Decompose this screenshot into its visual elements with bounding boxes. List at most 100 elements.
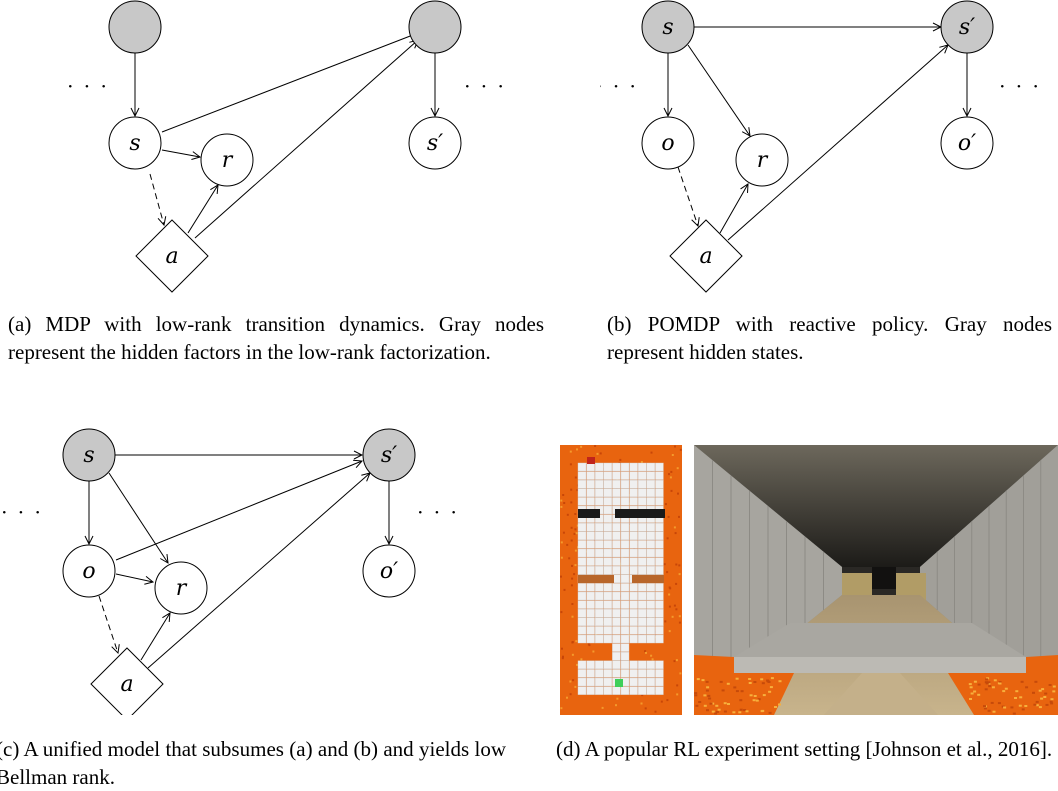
floor-cell <box>646 626 656 635</box>
lava-speckle <box>753 695 757 697</box>
lava-speckle <box>1045 703 1049 706</box>
floor-cell <box>603 480 612 489</box>
floor-cell <box>595 531 604 541</box>
lava-speckle <box>644 707 647 710</box>
floor-cell <box>646 608 656 618</box>
floor-cell <box>595 617 604 627</box>
lava-speckle <box>973 690 977 693</box>
floor-cell <box>637 600 647 609</box>
floor-cell <box>612 583 621 592</box>
lava-speckle <box>721 689 725 692</box>
lava-speckle <box>674 532 677 535</box>
lava-speckle <box>755 699 759 702</box>
floor-cell <box>637 548 647 558</box>
floor-cell <box>620 583 630 592</box>
floor-cell <box>629 660 638 670</box>
floor-cell <box>586 471 595 480</box>
caption-d-text: (d) A popular RL experiment setting [Joh… <box>556 737 1053 761</box>
floor-cell <box>595 497 604 506</box>
lava-speckle <box>660 700 663 703</box>
floor-cell <box>612 626 621 635</box>
floor-cell <box>620 540 630 549</box>
floor-cell <box>577 686 587 695</box>
floor-cell <box>655 583 664 592</box>
lava-speckle <box>1035 700 1039 703</box>
lava-speckle <box>667 515 670 518</box>
floor-cell <box>620 600 630 609</box>
floor-cell <box>586 540 595 549</box>
lava-speckle <box>668 605 671 608</box>
floor-cell <box>620 669 630 678</box>
lava-speckle <box>977 683 981 686</box>
node-s-prime-label: s′ <box>427 131 443 156</box>
ellipsis-left: · · · <box>67 74 109 98</box>
floor-cell <box>612 600 621 609</box>
floor-cell <box>620 488 630 497</box>
floor-cell <box>612 540 621 549</box>
floor-cell <box>629 531 638 541</box>
lava-speckle <box>1024 705 1028 707</box>
floor-cell <box>629 522 638 532</box>
floor-cell <box>595 600 604 609</box>
floor-cell <box>586 608 595 618</box>
floor-cell <box>577 497 587 506</box>
floor-cell <box>612 557 621 566</box>
lava-speckle <box>732 711 736 714</box>
first-person-view <box>694 445 1058 715</box>
lava-speckle <box>1015 690 1019 693</box>
floor-cell <box>620 626 630 635</box>
lava-speckle <box>560 499 563 502</box>
lava-speckle <box>628 502 631 505</box>
lava-speckle <box>709 702 713 705</box>
floor-cell <box>637 540 647 549</box>
floor-cell <box>620 557 630 566</box>
floor-cell <box>577 557 587 566</box>
node-o-prime <box>362 544 416 598</box>
lava-speckle <box>694 694 698 697</box>
floor-cell <box>603 626 612 635</box>
lava-speckle <box>587 643 590 646</box>
lava-speckle <box>748 678 752 680</box>
lava-speckle <box>706 709 709 712</box>
floor-cell <box>629 497 638 506</box>
floor-cell <box>655 488 664 497</box>
lava-speckle <box>650 654 653 657</box>
lava-speckle <box>639 633 642 636</box>
lava-speckle <box>678 615 681 618</box>
lava-speckle <box>596 452 599 455</box>
lava-speckle <box>571 641 574 644</box>
floor-cell <box>646 480 656 489</box>
lava-speckle <box>563 502 566 504</box>
floor-cell <box>655 497 664 506</box>
floor-cell <box>629 488 638 497</box>
floor-cell <box>637 462 647 472</box>
lava-grid-map <box>560 445 682 715</box>
lava-speckle <box>679 448 682 451</box>
lava-speckle <box>654 710 657 713</box>
floor-cell <box>577 462 587 472</box>
lava-speckle <box>708 697 712 700</box>
lava-speckle <box>666 699 669 702</box>
floor-cell <box>612 634 621 644</box>
floor-cell <box>629 540 638 549</box>
floor-cell <box>637 497 647 506</box>
floor-cell <box>646 669 656 678</box>
lava-speckle <box>602 621 605 624</box>
node-s <box>641 0 695 54</box>
lava-speckle <box>770 677 774 680</box>
caption-d: (d) A popular RL experiment setting [Joh… <box>556 735 1058 763</box>
lava-speckle <box>649 616 652 619</box>
floor-cell <box>646 497 656 506</box>
floor-cell <box>586 634 595 644</box>
lava-speckle <box>599 452 602 455</box>
lava-speckle <box>615 704 617 707</box>
floor-cell <box>637 480 647 489</box>
lava-speckle <box>575 532 578 535</box>
floor-cell <box>646 531 656 541</box>
floor-cell <box>655 608 664 618</box>
lava-speckle <box>670 470 673 473</box>
lava-speckle <box>561 657 564 660</box>
floor-cell <box>595 548 604 558</box>
lava-speckle <box>1032 691 1035 694</box>
floor-cell <box>637 626 647 635</box>
